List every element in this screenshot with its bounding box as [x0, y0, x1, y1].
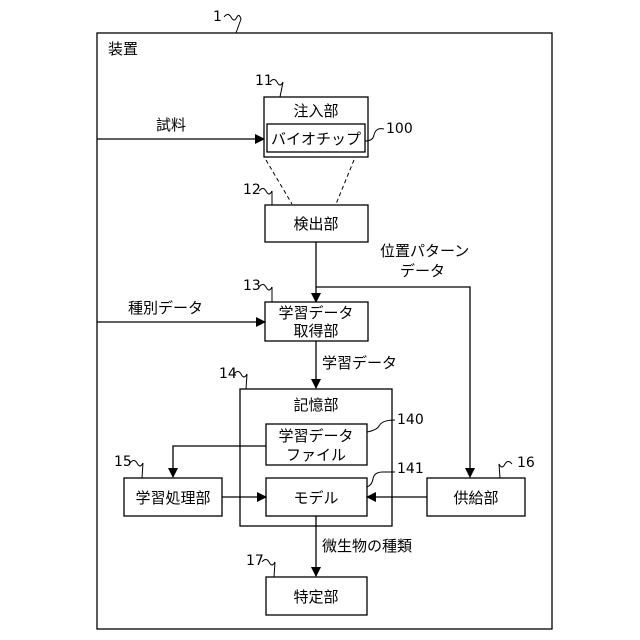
acquisition-label-2: 取得部: [293, 322, 338, 340]
sample-label: 試料: [156, 116, 186, 134]
learning-processor-ref: 15: [114, 454, 132, 470]
microbe-type-label: 微生物の種類: [322, 537, 412, 555]
device-ref: 1: [213, 9, 222, 25]
learning-file-label-1: 学習データ: [278, 427, 353, 445]
position-pattern-label-2: データ: [400, 262, 445, 280]
injection-unit-label: 注入部: [293, 102, 338, 120]
acquisition-ref: 13: [243, 278, 261, 294]
type-data-label: 種別データ: [128, 299, 203, 317]
detection-unit-label: 検出部: [293, 215, 338, 233]
injection-unit-ref: 11: [255, 73, 273, 89]
device-label: 装置: [108, 40, 138, 58]
learning-file-label-2: ファイル: [286, 446, 346, 464]
identification-unit-label: 特定部: [293, 588, 338, 606]
learning-file-ref: 140: [397, 412, 424, 428]
supply-unit-label: 供給部: [453, 489, 498, 507]
device-ref-leader: [224, 15, 241, 34]
acquisition-label-1: 学習データ: [278, 304, 353, 322]
supply-unit-ref: 16: [517, 455, 535, 471]
identification-unit-ref: 17: [246, 553, 264, 569]
storage-unit-label: 記憶部: [293, 396, 338, 414]
learning-processor-label: 学習処理部: [135, 489, 210, 507]
biochip-ref: 100: [386, 121, 413, 137]
biochip-label: バイオチップ: [271, 130, 361, 148]
model-ref: 141: [397, 461, 424, 477]
learning-data-label: 学習データ: [322, 354, 397, 372]
position-pattern-label-1: 位置パターン: [380, 242, 469, 260]
detection-unit-ref: 12: [243, 182, 261, 198]
model-label: モデル: [293, 489, 338, 507]
